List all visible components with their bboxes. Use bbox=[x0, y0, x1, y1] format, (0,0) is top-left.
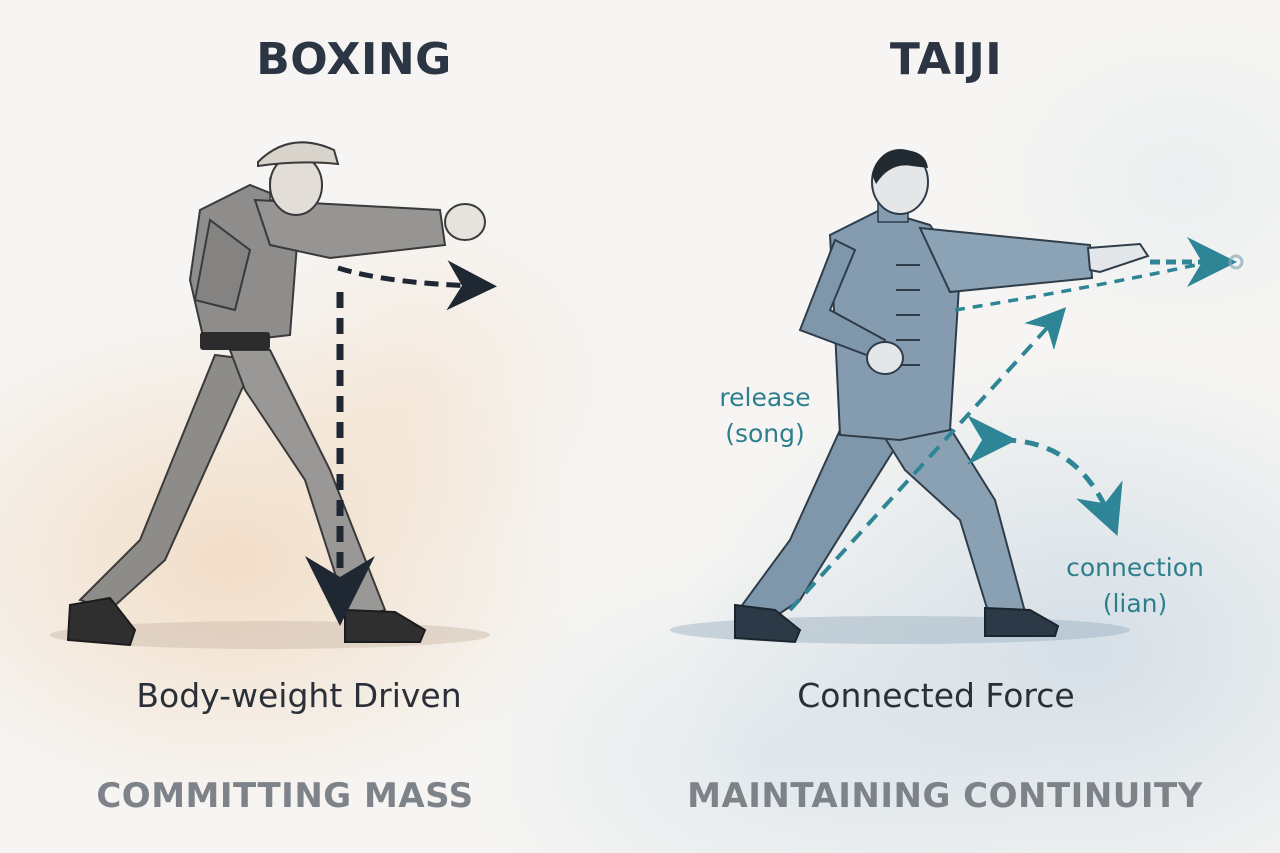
taiji-arm-line-arrow bbox=[954, 260, 1211, 312]
taiji-connection-curve-arrow bbox=[966, 414, 1123, 536]
boxer-back-shoe bbox=[66, 596, 137, 647]
boxer-fist bbox=[444, 203, 486, 241]
boxing-caption: Body-weight Driven bbox=[136, 676, 462, 715]
taiji-hair bbox=[872, 149, 928, 184]
taiji-back-leg bbox=[738, 428, 902, 622]
connection-label: connection bbox=[1066, 553, 1204, 582]
boxing-forward-arrow bbox=[337, 260, 497, 311]
taiji-fist bbox=[866, 341, 904, 375]
release-label: release bbox=[719, 383, 811, 412]
taiji-subcaption: MAINTAINING CONTINUITY bbox=[687, 776, 1203, 816]
boxing-title: BOXING bbox=[256, 34, 452, 85]
boxing-arrows bbox=[305, 260, 497, 626]
boxing-subcaption: COMMITTING MASS bbox=[96, 776, 474, 816]
taiji-arrows bbox=[788, 237, 1244, 612]
taiji-back-shoe bbox=[734, 603, 802, 644]
taiji-extended-arm bbox=[918, 226, 1094, 294]
taiji-title: TAIJI bbox=[889, 34, 1003, 85]
taiji-bent-arm bbox=[798, 238, 887, 362]
taiji-front-shoe bbox=[984, 606, 1060, 637]
release-song-label: (song) bbox=[725, 419, 805, 448]
connection-lian-label: (lian) bbox=[1102, 589, 1168, 618]
boxer-front-shoe bbox=[344, 608, 427, 643]
boxer-back-leg bbox=[78, 353, 257, 612]
taiji-front-leg bbox=[878, 418, 1027, 620]
taiji-diagonal-arrow bbox=[788, 307, 1067, 612]
taiji-energy-glow bbox=[1228, 254, 1244, 270]
release-annotation: release (song) bbox=[690, 380, 840, 452]
boxer-figure bbox=[50, 141, 490, 649]
boxer-flat-cap bbox=[257, 141, 340, 168]
taiji-open-palm bbox=[1086, 242, 1150, 274]
taiji-caption: Connected Force bbox=[797, 676, 1075, 715]
boxer-belt bbox=[200, 332, 270, 350]
connection-annotation: connection (lian) bbox=[1040, 550, 1230, 622]
boxer-front-leg bbox=[228, 349, 387, 622]
taiji-figure bbox=[670, 149, 1150, 644]
boxer-back-arm bbox=[193, 218, 252, 312]
